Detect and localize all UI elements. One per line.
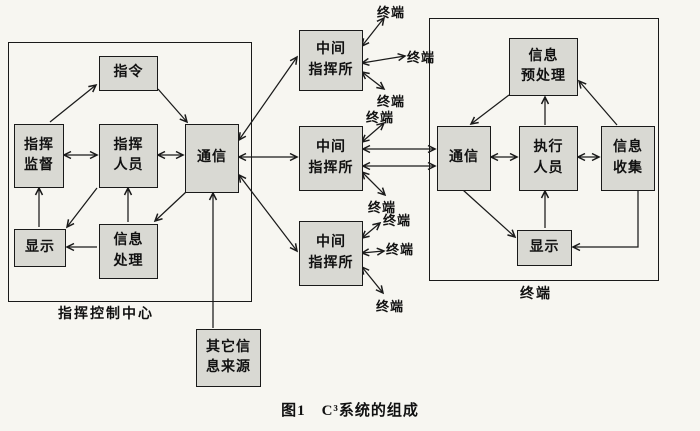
box-intermediate-post-1: 中间 指挥所 bbox=[299, 30, 363, 91]
box-intermediate-post-2: 中间 指挥所 bbox=[299, 126, 363, 191]
box-center-comms: 通信 bbox=[185, 124, 239, 193]
terminal-label-4: 终端 bbox=[366, 110, 395, 125]
box-center-display: 显示 bbox=[14, 229, 66, 267]
box-terminal-display: 显示 bbox=[517, 230, 572, 266]
terminal-station-frame-label: 终端 bbox=[520, 287, 552, 302]
box-other-info-sources: 其它信 息来源 bbox=[196, 329, 261, 387]
terminal-label-8: 终端 bbox=[376, 299, 405, 314]
terminal-label-5: 终端 bbox=[368, 200, 397, 215]
box-info-processing: 信息 处理 bbox=[99, 224, 158, 279]
box-info-collection: 信息 收集 bbox=[601, 126, 655, 191]
terminal-label-2: 终端 bbox=[407, 50, 436, 65]
box-command-supervision: 指挥 监督 bbox=[14, 124, 64, 188]
terminal-label-7: 终端 bbox=[386, 242, 415, 257]
box-info-preprocessing: 信息 预处理 bbox=[509, 38, 578, 96]
terminal-label-6: 终端 bbox=[383, 213, 412, 228]
command-center-frame bbox=[8, 42, 252, 302]
figure-caption: 图1 C³系统的组成 bbox=[281, 403, 419, 419]
box-intermediate-post-3: 中间 指挥所 bbox=[299, 221, 363, 286]
box-terminal-comms: 通信 bbox=[437, 126, 491, 191]
box-command-personnel: 指挥 人员 bbox=[99, 124, 158, 188]
box-command: 指令 bbox=[99, 56, 158, 91]
diagram-wiring bbox=[39, 18, 639, 328]
box-execution-personnel: 执行 人员 bbox=[519, 126, 578, 191]
command-center-frame-label: 指挥控制中心 bbox=[58, 307, 154, 322]
terminal-label-3: 终端 bbox=[377, 94, 406, 109]
terminal-label-1: 终端 bbox=[377, 5, 406, 20]
